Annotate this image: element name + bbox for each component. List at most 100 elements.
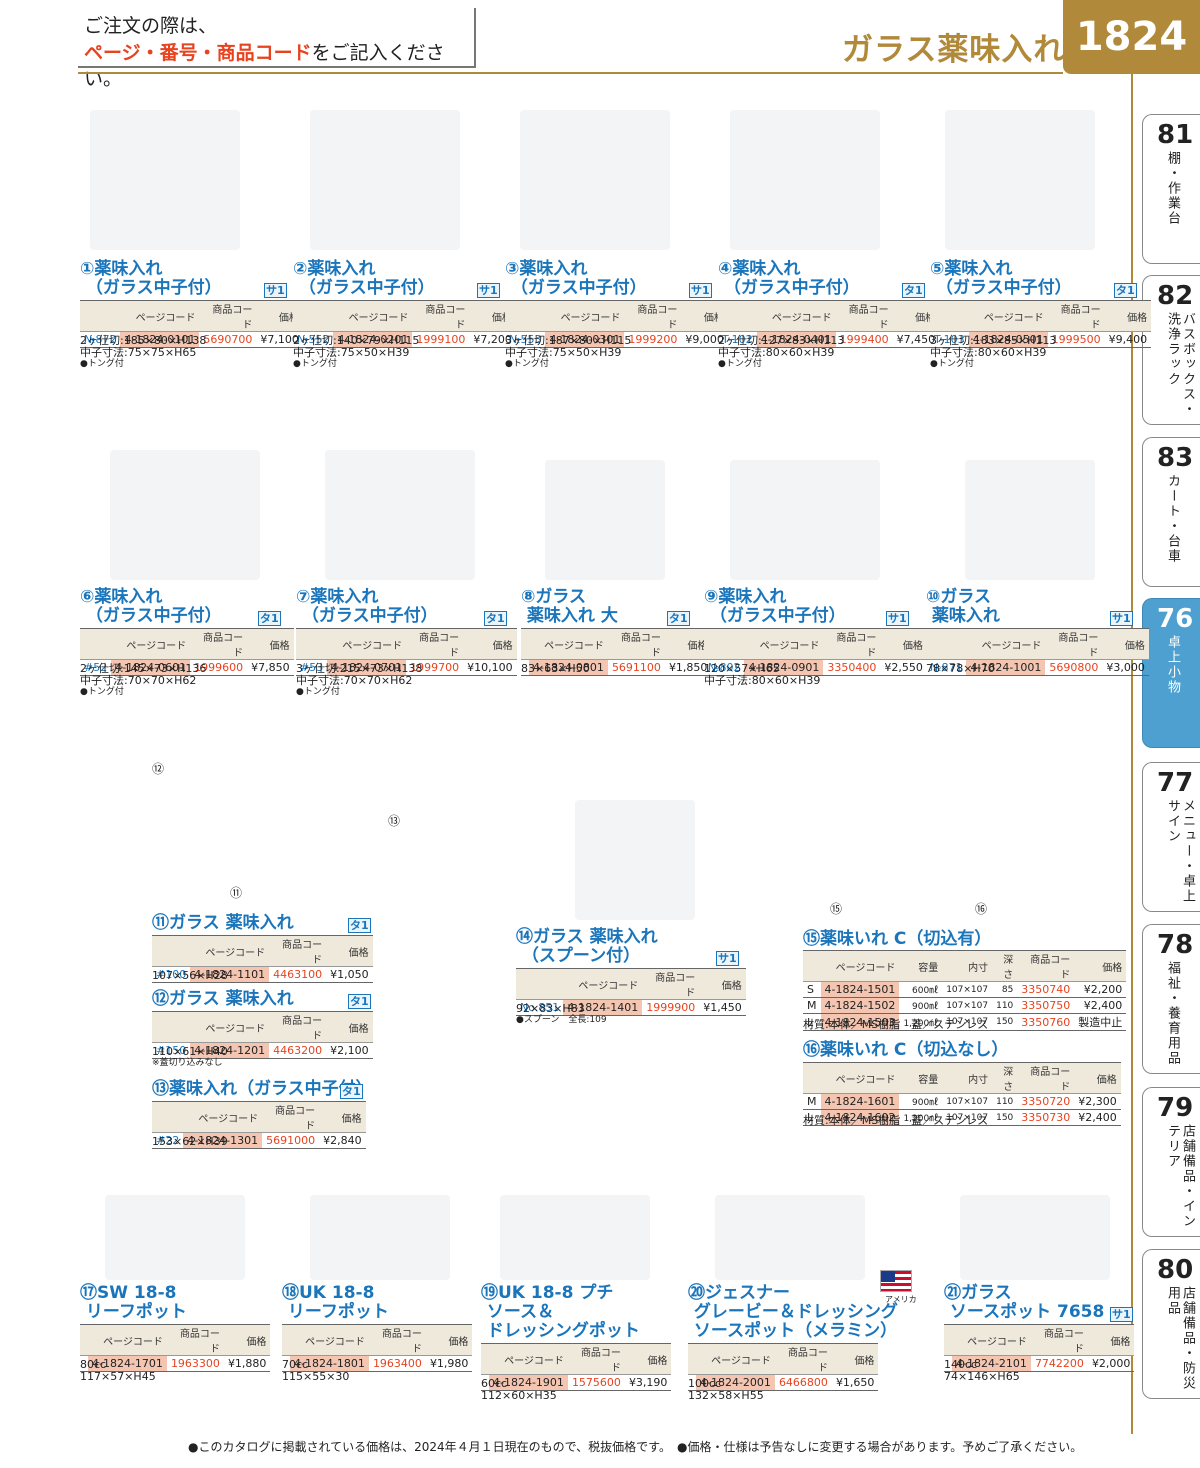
- table-header: ページコード商品コード価格: [521, 628, 712, 660]
- table-header: ページコード商品コード価格: [505, 300, 728, 332]
- item-code: 1999500: [1047, 331, 1105, 348]
- side-divider: [1131, 74, 1133, 1434]
- supplier-badge: タ1: [348, 918, 371, 933]
- col-price: 価格: [1087, 1324, 1135, 1356]
- item-code: 1999400: [835, 331, 893, 348]
- header-divider: [78, 72, 1063, 74]
- page-code: 4-1824-1701: [88, 1355, 167, 1372]
- price: ¥7,200: [469, 331, 516, 348]
- tab-label: メニュー・卓上サイン: [1165, 799, 1195, 904]
- product-spec: 60cc 112×60×H35: [481, 1377, 557, 1402]
- col-item-code: 商品コード: [412, 300, 470, 332]
- supplier-badge: サ1: [477, 283, 500, 298]
- product-spec: 70cc 115×55×30: [282, 1358, 350, 1383]
- col-page-code: ページコード: [290, 1324, 369, 1356]
- tab-label: 棚・作業台: [1165, 151, 1180, 226]
- size: S: [803, 981, 821, 998]
- price: ¥2,300: [1074, 1093, 1121, 1110]
- table-header: ページコード商品コード価格: [926, 628, 1149, 660]
- price: ¥1,880: [223, 1355, 271, 1372]
- price: ¥7,450: [892, 331, 940, 348]
- model-number: №553: [505, 331, 546, 348]
- table-header: ページコード商品コード価格: [152, 1101, 366, 1133]
- price: ¥2,100: [326, 1042, 373, 1059]
- price: ¥1,850: [664, 659, 712, 676]
- col-capacity: 容量: [899, 1062, 943, 1094]
- model-number: #150: [152, 1042, 191, 1059]
- table-header: ページコード商品コード価格: [282, 1324, 473, 1356]
- price: ¥2,400: [1074, 997, 1127, 1014]
- model-number: [944, 1355, 952, 1372]
- model-number: №872: [80, 331, 121, 348]
- size: M: [803, 997, 821, 1014]
- col-item-code: 商品コード: [190, 628, 248, 660]
- col-page-code: ページコード: [756, 300, 836, 332]
- item-code: 1999100: [412, 331, 470, 348]
- product-title: ⑭ガラス 薬味入れ （スプーン付）: [516, 927, 658, 966]
- page-code: 4-1824-1401: [563, 999, 643, 1016]
- product-note: ●トング付: [505, 359, 549, 369]
- depth: 110: [992, 997, 1018, 1014]
- tab-label: 店舗備品・防災用品: [1165, 1286, 1195, 1391]
- capacity: 1,200㎖: [899, 1013, 943, 1031]
- model-number: #100: [152, 966, 191, 983]
- product-image: [730, 110, 880, 250]
- product-note: ※蓋切り込みなし: [152, 1058, 223, 1068]
- page-code: 4-1824-1101: [190, 966, 270, 983]
- col-page-code: ページコード: [696, 1343, 775, 1375]
- col-price: 価格: [1104, 300, 1152, 332]
- col-capacity: 容量: [899, 950, 943, 982]
- price: ¥2,840: [319, 1132, 366, 1149]
- model-number: [80, 1355, 88, 1372]
- page-code: 4-1824-1901: [489, 1374, 568, 1391]
- col-page-code: ページコード: [563, 968, 643, 1000]
- price: ¥2,400: [1074, 1109, 1121, 1126]
- col-page-code: ページコード: [820, 950, 900, 982]
- notice-red: ページ・番号・商品コード: [84, 42, 312, 64]
- col-page-code: ページコード: [489, 1343, 568, 1375]
- page-code: 4-1824-1601: [820, 1093, 900, 1110]
- price: ¥1,650: [831, 1374, 879, 1391]
- table-header: ページコード商品コード価格: [718, 300, 940, 332]
- product-note: ●スプーン 全長:109: [516, 1015, 607, 1025]
- table-header: ページコード商品コード価格: [516, 968, 746, 1000]
- col-item-code: 商品コード: [607, 628, 665, 660]
- tab-number: 78: [1157, 930, 1194, 960]
- model-number: №802: [704, 659, 745, 676]
- col-price: 価格: [326, 1011, 373, 1043]
- product-note: ●トング付: [930, 359, 974, 369]
- page-code: 4-1824-0901: [744, 659, 824, 676]
- product-title: ⑨薬味入れ （ガラス中子付）: [704, 587, 846, 626]
- col-price: 価格: [463, 628, 517, 660]
- item-code: 5691100: [607, 659, 665, 676]
- table-header: ページコード容量内寸深さ商品コード価格: [803, 1062, 1121, 1094]
- price: ¥7,100: [256, 331, 303, 348]
- image-number-16: ⑯: [975, 902, 988, 916]
- item-code: 5690800: [1045, 659, 1103, 676]
- table-header: ページコード商品コード価格: [152, 1011, 373, 1043]
- price: ¥9,400: [1104, 331, 1152, 348]
- product-title: ⑳ジェスナー グレービー＆ドレッシング ソースポット（メラミン）: [688, 1283, 898, 1341]
- item-code: 1999600: [190, 659, 248, 676]
- page-code: 4-1824-1602: [820, 1109, 900, 1126]
